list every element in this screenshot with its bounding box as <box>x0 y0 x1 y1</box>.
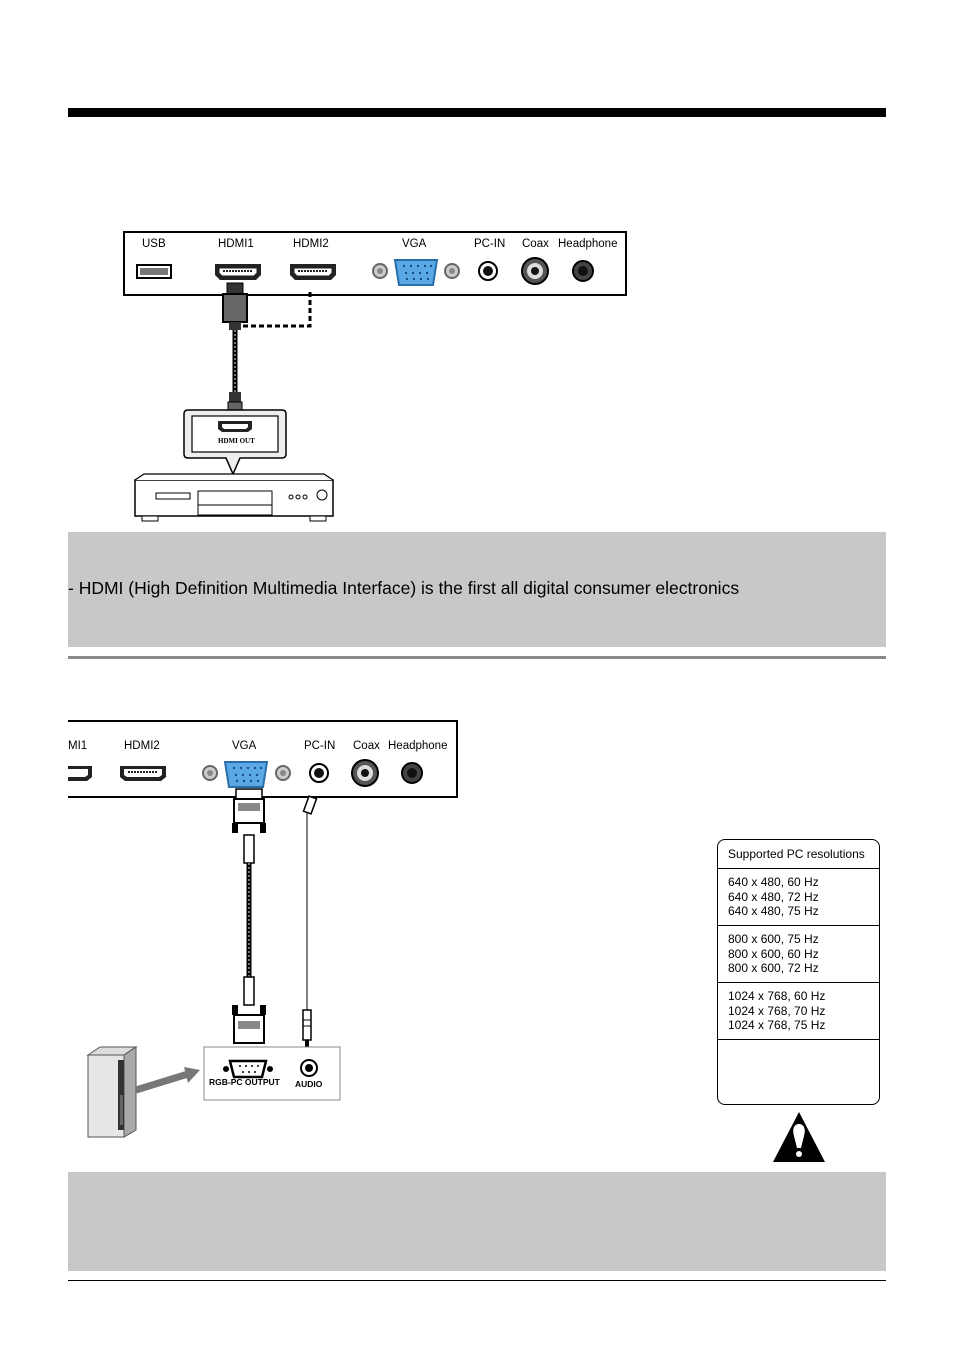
section-divider <box>68 656 886 659</box>
port-label-headphone: Headphone <box>388 740 448 752</box>
resolution-group-640: 640 x 480, 60 Hz 640 x 480, 72 Hz 640 x … <box>718 869 879 926</box>
resolution-item: 640 x 480, 72 Hz <box>728 889 819 904</box>
resolution-group-800: 800 x 600, 75 Hz 800 x 600, 60 Hz 800 x … <box>718 926 879 983</box>
pc-in-jack-icon <box>478 261 498 281</box>
resolution-group-1024: 1024 x 768, 60 Hz 1024 x 768, 70 Hz 1024… <box>718 983 879 1040</box>
port-label-coax: Coax <box>353 740 380 752</box>
port-icons <box>136 257 594 286</box>
resolutions-header: Supported PC resolutions <box>718 840 879 869</box>
hdmi1-port-partial-icon <box>68 766 92 781</box>
rgb-pc-output-label: RGB-PC OUTPUT <box>209 1077 280 1087</box>
footer-rule <box>68 1280 886 1281</box>
vga-plug-bottom-icon <box>232 976 266 1044</box>
pc-note-box <box>68 1172 886 1271</box>
port-label-headphone: Headphone <box>558 238 618 250</box>
resolution-item: 800 x 600, 75 Hz <box>728 932 819 946</box>
audio-plug-top-icon <box>302 795 318 815</box>
hdmi-plug-icon <box>222 282 248 330</box>
coax-port-icon <box>521 257 549 285</box>
hdmi1-port-icon <box>215 264 261 280</box>
port-label-hdmi2: HDMI2 <box>293 238 329 250</box>
resolution-item: 1024 x 768, 75 Hz <box>728 1018 826 1032</box>
header-rule <box>68 108 886 117</box>
audio-plug-bottom-icon <box>302 1009 312 1047</box>
pc-connection-illustration <box>86 788 341 1138</box>
port-label-hdmi1-partial: MI1 <box>68 740 88 752</box>
resolution-item: 1024 x 768, 70 Hz <box>728 1003 826 1018</box>
hdmi2-port-icon <box>120 766 166 781</box>
port-label-pc-in: PC-IN <box>474 238 506 250</box>
tv-back-panel-top: USB HDMI1 HDMI2 VGA PC-IN Coax Headphone <box>123 231 627 296</box>
coax-port-icon <box>351 759 379 787</box>
usb-port-icon <box>136 264 172 279</box>
headphone-jack-icon <box>401 762 423 784</box>
vga-plug-top-icon <box>232 788 266 864</box>
resolution-item: 1024 x 768, 60 Hz <box>728 989 826 1003</box>
resolution-item: 800 x 600, 60 Hz <box>728 946 819 961</box>
exclamation-warning-icon <box>773 1112 825 1162</box>
port-label-hdmi1: HDMI1 <box>218 238 254 250</box>
hdmi-note-text: - HDMI (High Definition Multimedia Inter… <box>68 578 740 598</box>
port-label-pc-in: PC-IN <box>304 740 336 752</box>
rgb-pc-output-port-icon <box>223 1059 273 1079</box>
hdmi-connection-illustration <box>134 282 334 522</box>
tv-back-panel-bottom: MI1 HDMI2 VGA PC-IN Coax Headphone <box>68 720 458 798</box>
hdmi-note-box <box>68 532 886 647</box>
hdmi2-port-icon <box>290 264 336 280</box>
vga-port-icon <box>202 761 291 788</box>
resolution-item: 640 x 480, 60 Hz <box>728 875 819 889</box>
hdmi-out-port-icon <box>218 421 252 432</box>
resolution-item: 640 x 480, 75 Hz <box>728 904 819 918</box>
audio-label: AUDIO <box>295 1079 323 1089</box>
pc-in-jack-icon <box>309 763 329 783</box>
supported-resolutions-table: Supported PC resolutions 640 x 480, 60 H… <box>717 839 880 1105</box>
port-label-usb: USB <box>142 238 166 250</box>
hdmi-out-label: HDMI OUT <box>218 437 255 445</box>
computer-tower-icon <box>86 1046 138 1138</box>
resolution-item: 800 x 600, 72 Hz <box>728 961 819 975</box>
port-label-vga: VGA <box>232 740 257 752</box>
hdmi-plug-bottom-icon <box>227 392 243 411</box>
port-label-vga: VGA <box>402 238 427 250</box>
disc-player-icon <box>134 473 334 522</box>
audio-port-icon <box>300 1059 318 1077</box>
port-label-coax: Coax <box>522 238 549 250</box>
port-label-hdmi2: HDMI2 <box>124 740 160 752</box>
vga-port-icon <box>372 259 460 286</box>
port-icons-bottom <box>68 759 423 788</box>
resolution-group-empty <box>718 1040 879 1103</box>
headphone-jack-icon <box>572 260 594 282</box>
